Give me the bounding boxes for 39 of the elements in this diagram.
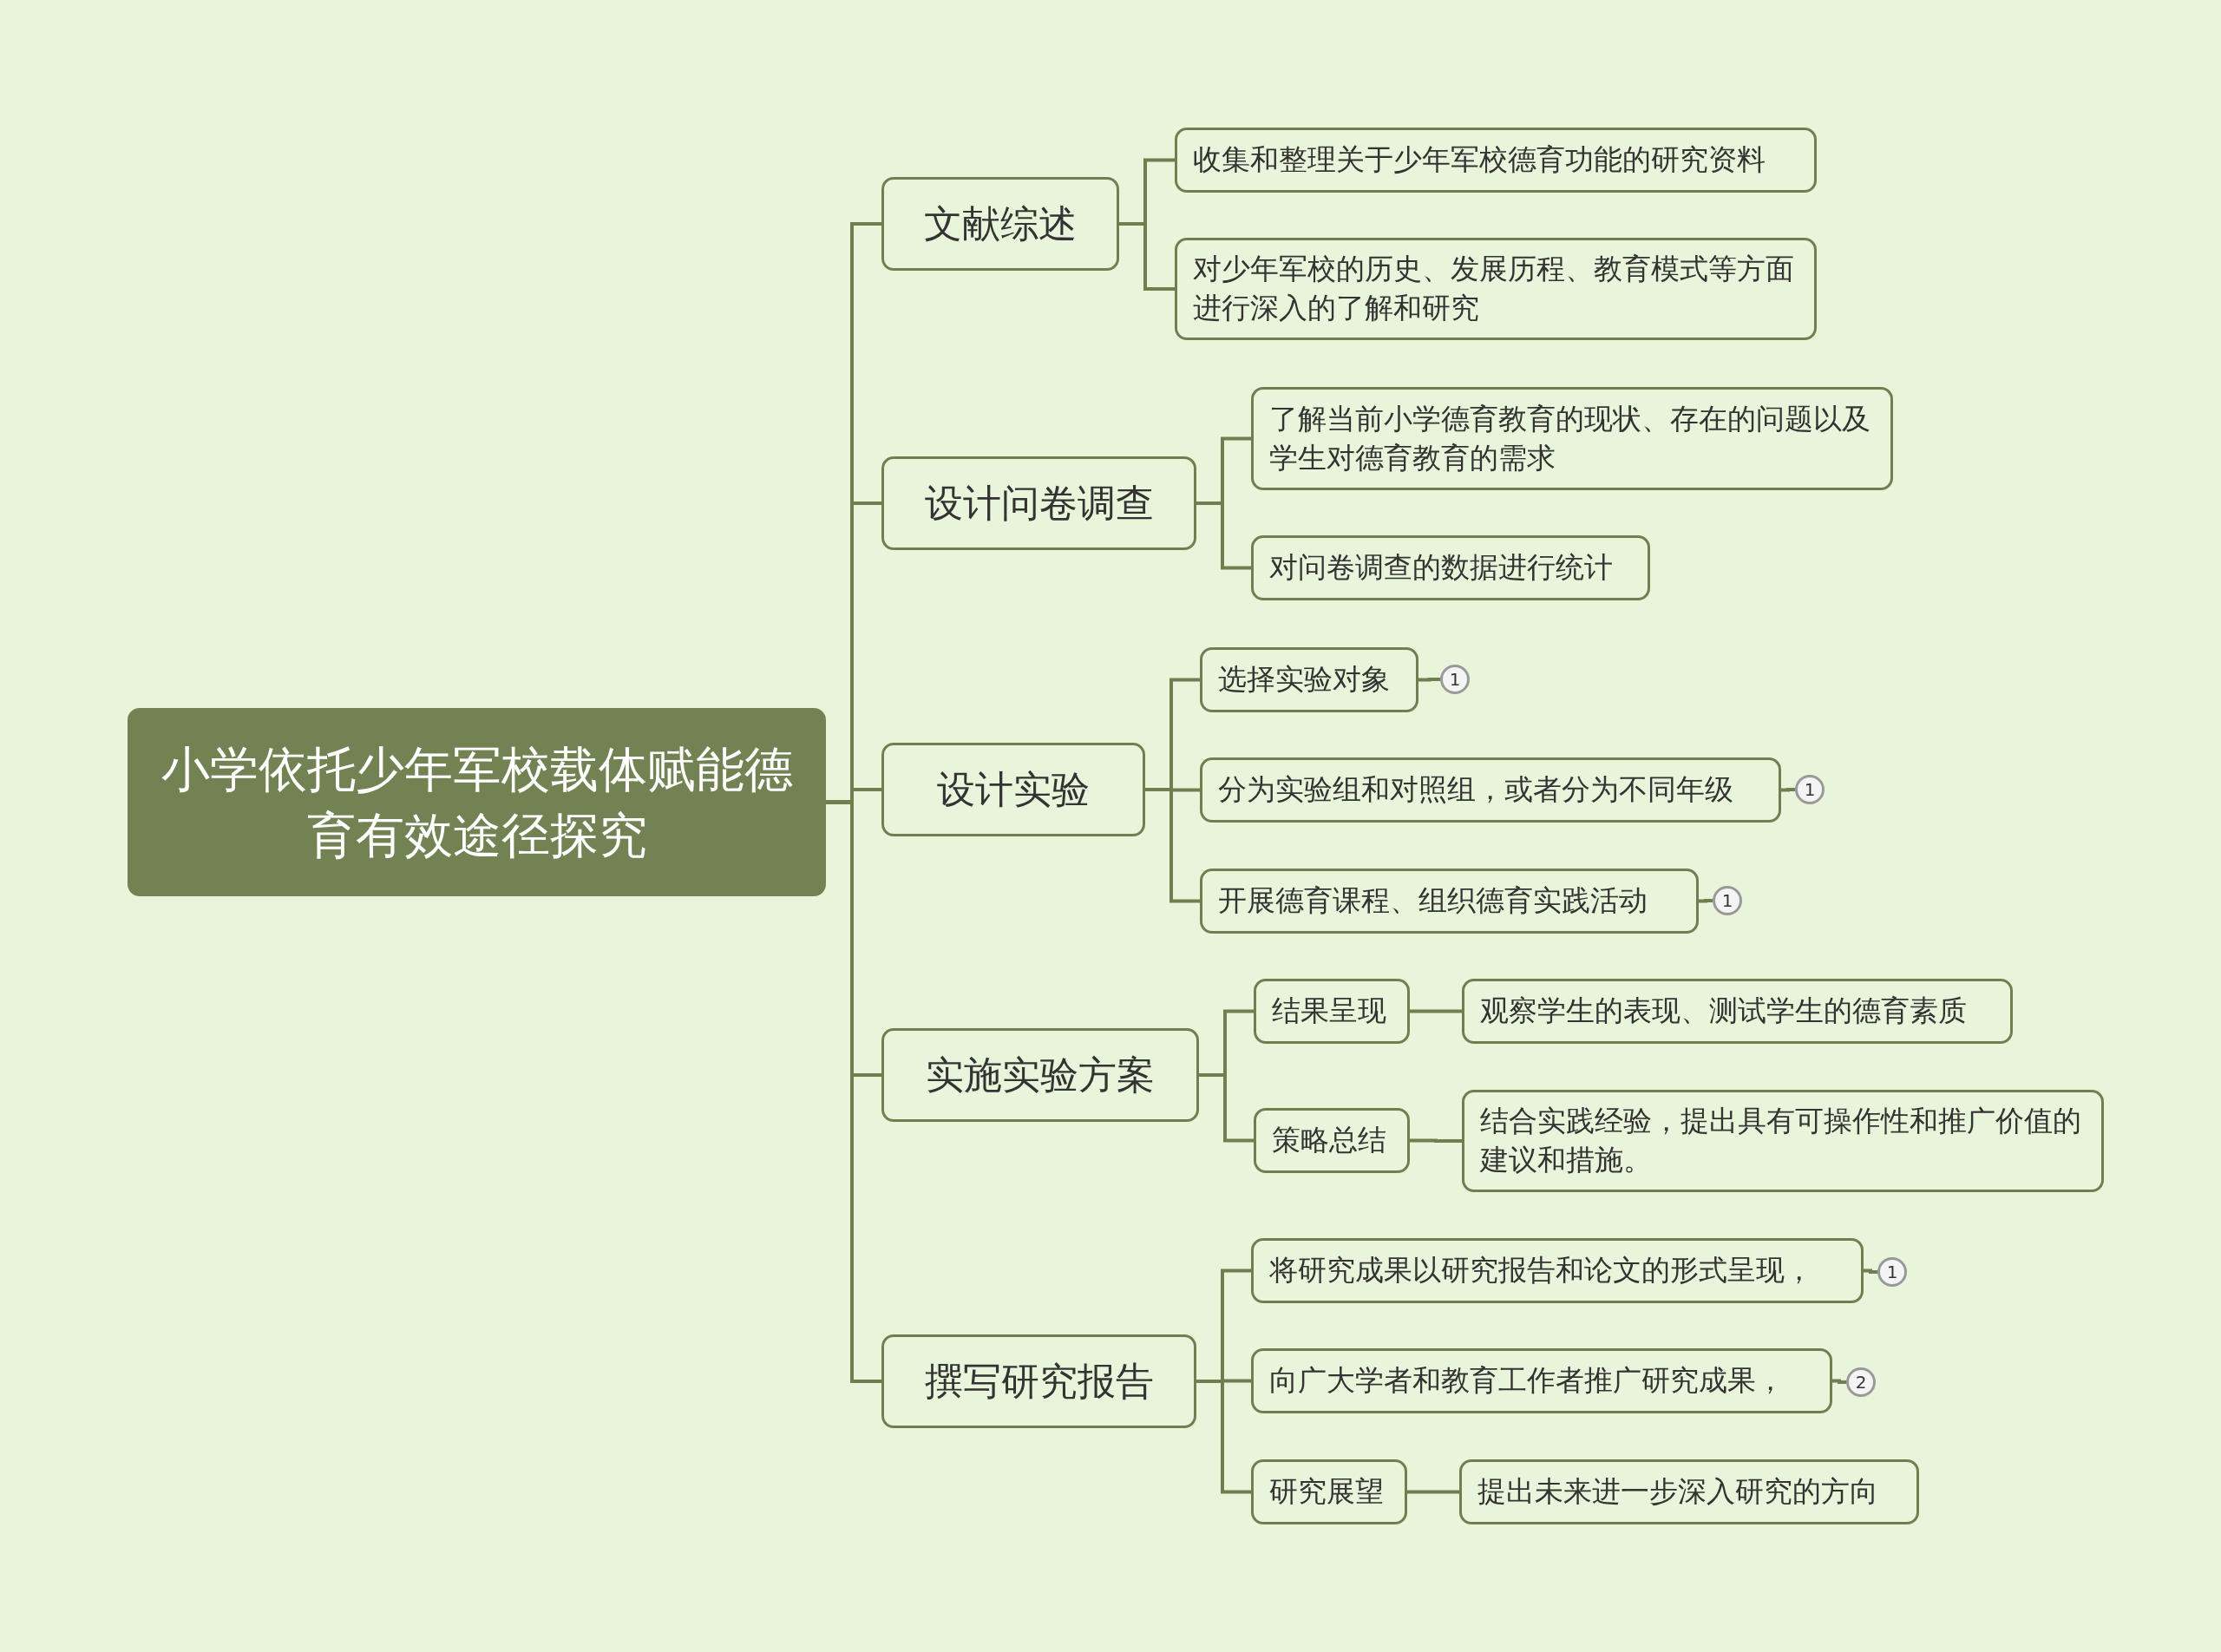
subtopic-box: 开展德育课程、组织德育实践活动 <box>1200 869 1699 934</box>
collapse-count-badge: 1 <box>1877 1257 1907 1287</box>
connector-line <box>1145 788 1200 903</box>
topic-box: 撰写研究报告 <box>881 1334 1196 1428</box>
subtopic-box: 对问卷调查的数据进行统计 <box>1251 535 1650 600</box>
subtopic-box: 分为实验组和对照组，或者分为不同年级 <box>1200 757 1781 823</box>
connector-line <box>1699 899 1713 903</box>
connector-line <box>1418 678 1440 682</box>
subtopic-box: 提出未来进一步深入研究的方向 <box>1459 1459 1919 1524</box>
subtopic-box: 观察学生的表现、测试学生的德育素质 <box>1462 979 2013 1044</box>
collapse-count-badge: 2 <box>1846 1367 1876 1397</box>
central-topic-box: 小学依托少年军校载体赋能德育有效途径探究 <box>128 708 826 896</box>
collapse-count-badge: 1 <box>1440 665 1470 694</box>
connector-line <box>1119 222 1175 291</box>
subtopic-box: 策略总结 <box>1254 1108 1410 1173</box>
subtopic-box: 收集和整理关于少年军校德育功能的研究资料 <box>1175 128 1817 193</box>
subtopic-box: 将研究成果以研究报告和论文的形式呈现， <box>1251 1238 1864 1303</box>
connector-line <box>1832 1379 1846 1384</box>
collapse-count-badge: 1 <box>1795 775 1825 804</box>
connector-line <box>1410 1138 1462 1143</box>
subtopic-box: 结果呈现 <box>1254 979 1410 1044</box>
connector-line <box>1199 1073 1254 1143</box>
topic-box: 文献综述 <box>881 177 1119 271</box>
connector-line <box>1196 502 1251 570</box>
topic-box: 设计实验 <box>881 743 1145 836</box>
connector-line <box>1864 1268 1877 1274</box>
connector-line <box>1781 788 1795 792</box>
connector-line <box>1407 1490 1459 1494</box>
subtopic-box: 结合实践经验，提出具有可操作性和推广价值的建议和措施。 <box>1462 1090 2104 1192</box>
topic-box: 设计问卷调查 <box>881 456 1196 550</box>
subtopic-box: 向广大学者和教育工作者推广研究成果， <box>1251 1348 1832 1413</box>
subtopic-box: 对少年军校的历史、发展历程、教育模式等方面进行深入的了解和研究 <box>1175 238 1817 340</box>
subtopic-box: 研究展望 <box>1251 1459 1407 1524</box>
collapse-count-badge: 1 <box>1713 886 1742 915</box>
subtopic-box: 了解当前小学德育教育的现状、存在的问题以及学生对德育教育的需求 <box>1251 387 1893 490</box>
connector-line <box>1196 1380 1251 1494</box>
subtopic-box: 选择实验对象 <box>1200 647 1418 712</box>
connector-line <box>1410 1009 1462 1013</box>
topic-box: 实施实验方案 <box>881 1028 1199 1122</box>
